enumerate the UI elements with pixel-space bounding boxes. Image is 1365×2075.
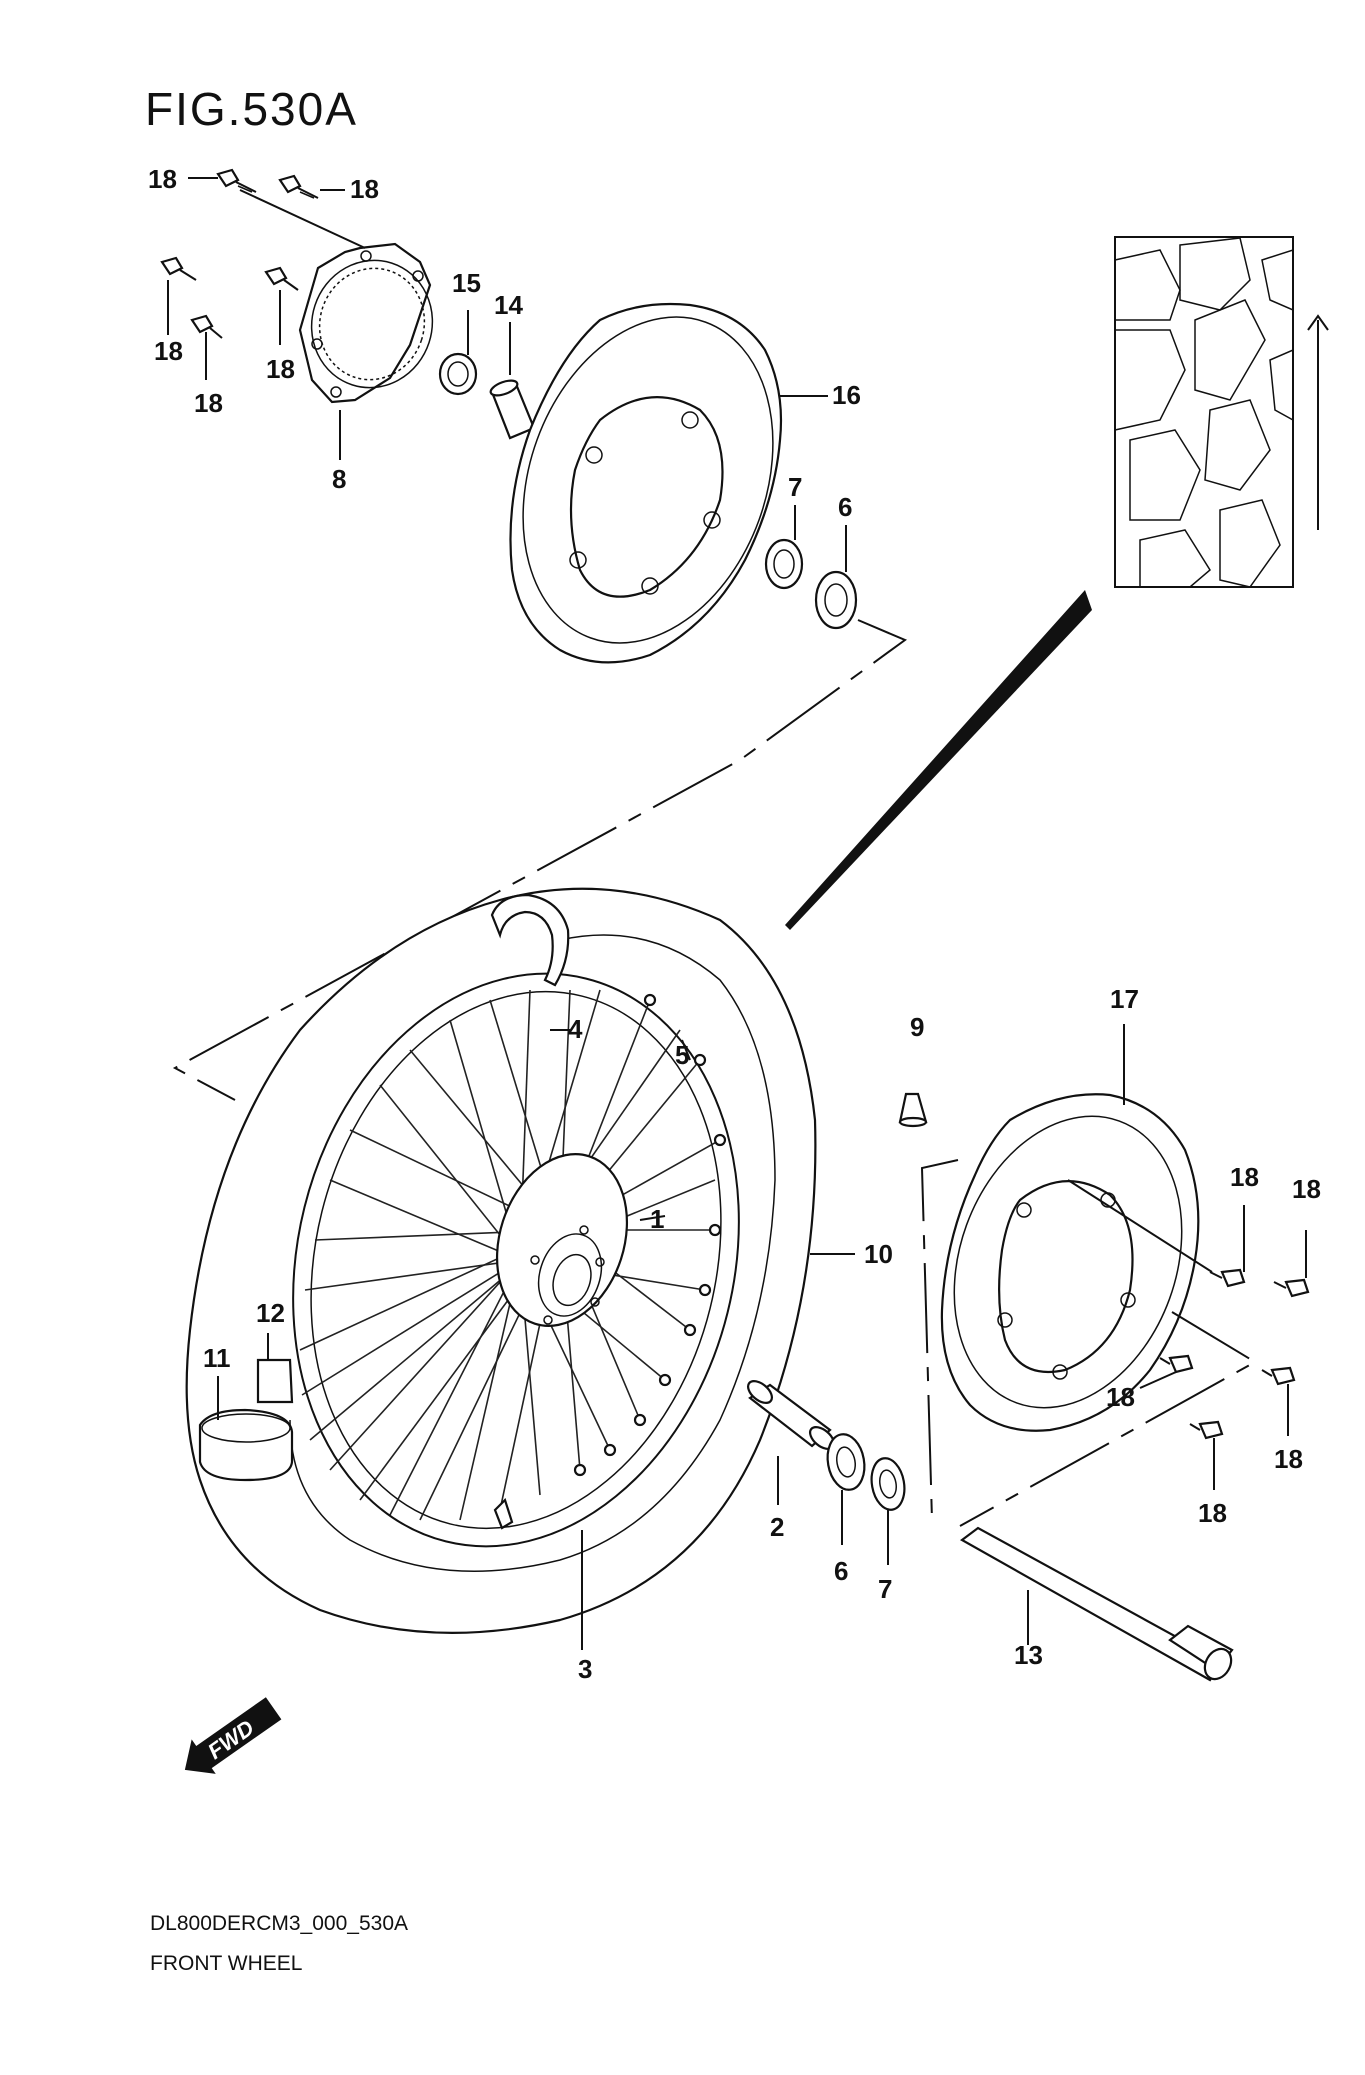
callout-18: 18 — [266, 354, 295, 384]
abs-sensor-ring — [298, 242, 434, 404]
callout-9: 9 — [910, 1012, 924, 1042]
callout-18: 18 — [148, 164, 177, 194]
callout-2: 2 — [770, 1512, 784, 1542]
bolt-icon — [264, 266, 299, 291]
figure-title: FIG.530A — [145, 83, 358, 135]
callout-18: 18 — [1274, 1444, 1303, 1474]
callout-17: 17 — [1110, 984, 1139, 1014]
callout-13: 13 — [1014, 1640, 1043, 1670]
spoke-nipples — [573, 993, 727, 1477]
callout-4: 4 — [568, 1014, 583, 1044]
callout-11: 11 — [203, 1343, 231, 1373]
spacer-2 — [747, 1380, 835, 1450]
callout-18: 18 — [1106, 1382, 1135, 1412]
rim-band-part — [490, 893, 570, 987]
front-axle — [959, 1526, 1234, 1682]
detail-pointer — [785, 590, 1092, 930]
figure-name: FRONT WHEEL — [150, 1952, 302, 1975]
valve-cap-part — [898, 1092, 928, 1128]
seal-part — [870, 1457, 906, 1511]
callout-1: 1 — [650, 1204, 664, 1234]
bearing-part — [814, 570, 858, 630]
callout-10: 10 — [864, 1239, 893, 1269]
callout-7: 7 — [788, 472, 802, 502]
leader-lines — [217, 1024, 1307, 1650]
bolt-icon — [1261, 1366, 1296, 1386]
leader-lines — [167, 177, 847, 572]
bolt-icon — [1273, 1278, 1310, 1298]
callout-8: 8 — [332, 464, 346, 494]
rim-band-11 — [198, 1408, 294, 1482]
bolt-icon — [190, 314, 223, 339]
callout-6: 6 — [834, 1556, 848, 1586]
callout-18: 18 — [350, 174, 379, 204]
bolt-icon — [216, 168, 257, 193]
callout-18: 18 — [1198, 1498, 1227, 1528]
tread-pattern-inset — [1114, 236, 1329, 588]
callout-16: 16 — [832, 380, 861, 410]
callout-14: 14 — [494, 290, 523, 320]
callout-6: 6 — [838, 492, 852, 522]
bearing-part — [826, 1433, 866, 1491]
valve-part — [493, 1497, 514, 1530]
fwd-arrow-badge: FWD — [184, 1697, 282, 1774]
callout-7: 7 — [878, 1574, 892, 1604]
bolt-icon — [160, 256, 197, 281]
callout-18: 18 — [1230, 1162, 1259, 1192]
callout-5: 5 — [675, 1040, 689, 1070]
callout-12: 12 — [256, 1298, 285, 1328]
seal-part — [764, 538, 804, 590]
collar-part — [489, 379, 536, 440]
assembly-line — [959, 1311, 1257, 1527]
callout-15: 15 — [452, 268, 481, 298]
figure-code: DL800DERCM3_000_530A — [150, 1912, 408, 1935]
callout-18: 18 — [194, 388, 223, 418]
bolt-icon — [278, 174, 319, 199]
assembly-line — [172, 619, 908, 1101]
spacer-part — [438, 352, 478, 396]
bolt-icon — [1209, 1268, 1246, 1288]
brake-disc-right — [940, 1093, 1200, 1432]
bolt-icon — [1159, 1354, 1194, 1374]
callout-3: 3 — [578, 1654, 592, 1684]
front-wheel — [185, 887, 817, 1634]
callout-18: 18 — [154, 336, 183, 366]
callout-18: 18 — [1292, 1174, 1321, 1204]
assembly-line — [920, 1159, 959, 1521]
protector-12 — [256, 1358, 294, 1404]
bolt-icon — [1189, 1420, 1224, 1440]
brake-disc-left — [509, 302, 783, 664]
wheel-hub — [495, 1153, 629, 1327]
